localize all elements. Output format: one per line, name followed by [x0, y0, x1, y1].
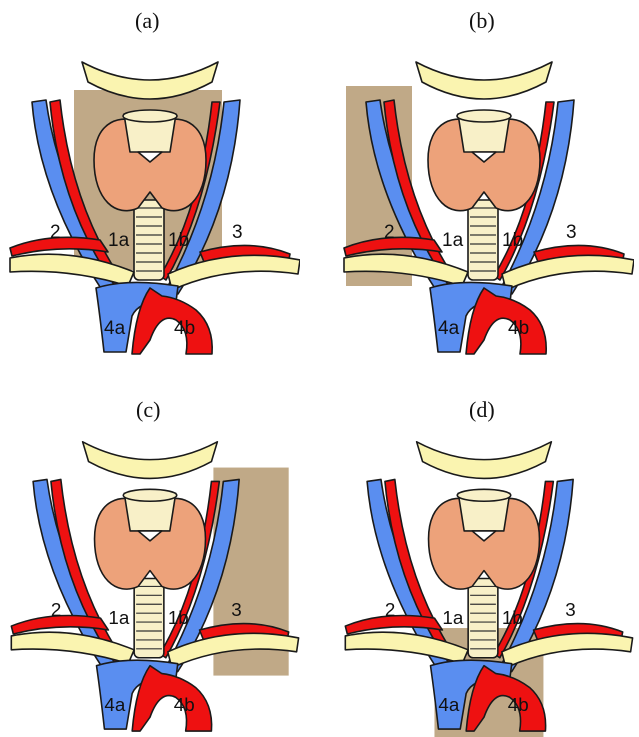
panel-b-title: (b)	[469, 8, 495, 34]
aortic-arch	[132, 666, 211, 731]
trachea	[468, 200, 498, 280]
trachea	[468, 579, 498, 658]
vessel-label-2: 2	[385, 599, 395, 620]
vessel-label-1b: 1b	[168, 607, 189, 628]
vessel-label-4b: 4b	[174, 694, 195, 715]
vessel-label-1a: 1a	[108, 607, 129, 628]
aortic-arch	[132, 288, 212, 354]
left-clavicle	[11, 632, 134, 663]
vessel-label-4b: 4b	[508, 318, 529, 339]
panel-d-diagram: 2 3 1a 1b 4a 4b	[334, 420, 634, 737]
vessel-label-1b: 1b	[502, 607, 523, 628]
vessel-label-1b: 1b	[502, 230, 523, 251]
vessel-label-3: 3	[232, 222, 243, 243]
larynx-top	[457, 110, 511, 122]
mandible-bone	[83, 442, 218, 479]
aortic-arch	[466, 288, 546, 354]
mandible-bone	[417, 442, 552, 479]
vessel-label-3: 3	[565, 599, 575, 620]
panel-a-diagram: 2 3 1a 1b 4a 4b	[0, 40, 300, 360]
vessel-label-4a: 4a	[438, 318, 460, 339]
larynx-top	[457, 489, 510, 501]
trachea	[134, 200, 164, 280]
vessel-label-4a: 4a	[104, 318, 126, 339]
vessel-label-1b: 1b	[168, 230, 189, 251]
trachea	[134, 579, 164, 658]
vessel-label-2: 2	[384, 222, 395, 243]
vessel-label-1a: 1a	[442, 230, 464, 251]
panel-b-diagram: 2 3 1a 1b 4a 4b	[334, 40, 634, 360]
larynx-top	[123, 489, 176, 501]
vessel-label-4b: 4b	[508, 694, 529, 715]
vessel-label-2: 2	[51, 599, 61, 620]
vessel-label-3: 3	[231, 599, 241, 620]
vessel-label-2: 2	[50, 222, 61, 243]
panel-a-title: (a)	[135, 8, 159, 34]
vessel-label-1a: 1a	[442, 607, 463, 628]
panel-c-diagram: 2 3 1a 1b 4a 4b	[0, 420, 300, 737]
vessel-label-1a: 1a	[108, 230, 130, 251]
vessel-label-4a: 4a	[438, 694, 459, 715]
larynx-top	[123, 110, 177, 122]
vessel-label-4a: 4a	[104, 694, 125, 715]
vessel-label-3: 3	[566, 222, 577, 243]
mandible-bone	[416, 62, 552, 99]
vessel-label-4b: 4b	[174, 318, 195, 339]
